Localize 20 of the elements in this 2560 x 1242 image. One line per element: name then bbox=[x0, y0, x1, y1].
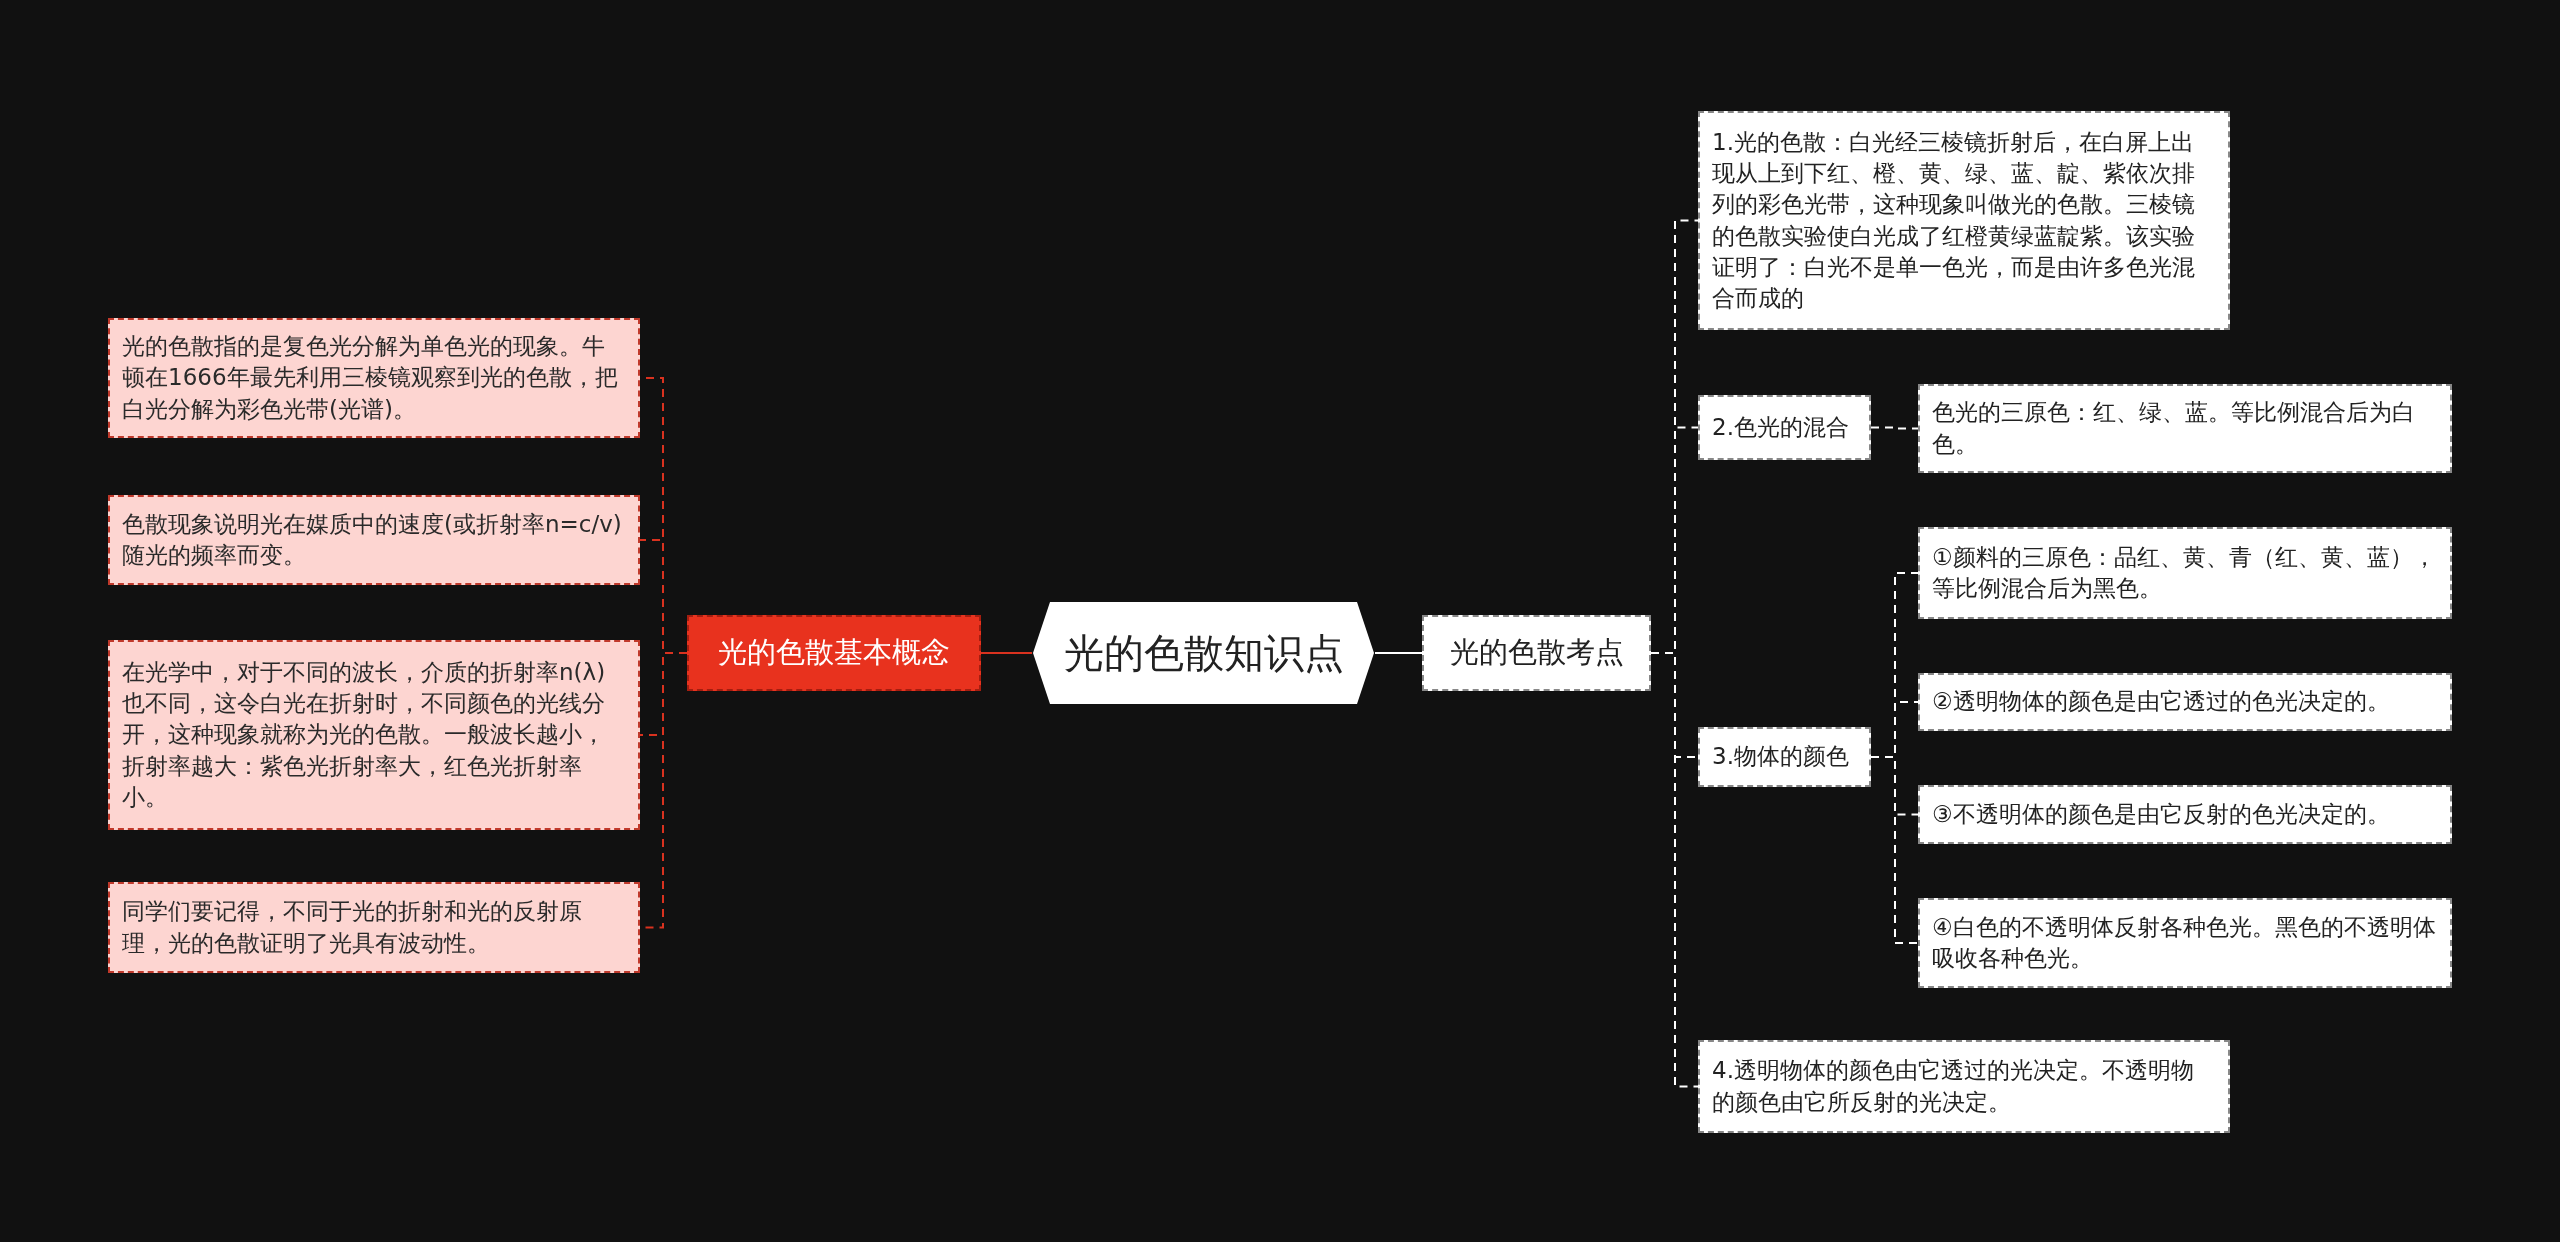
topic-box: 3.物体的颜色 bbox=[1698, 727, 1871, 787]
connector-line bbox=[1870, 426, 1919, 430]
branch-box: 光的色散考点 bbox=[1422, 615, 1651, 691]
note-box: ①颜料的三原色：品红、黄、青（红、黄、蓝），等比例混合后为黑色。 bbox=[1918, 527, 2452, 619]
topic-hexagon: 光的色散知识点 bbox=[1032, 601, 1375, 705]
note-box: ②透明物体的颜色是由它透过的色光决定的。 bbox=[1918, 673, 2452, 731]
note-box: 同学们要记得，不同于光的折射和光的反射原理，光的色散证明了光具有波动性。 bbox=[108, 882, 640, 973]
note-box: 4.透明物体的颜色由它透过的光决定。不透明物的颜色由它所反射的光决定。 bbox=[1698, 1040, 2230, 1133]
connector-line bbox=[980, 652, 1033, 654]
note-box: 色散现象说明光在媒质中的速度(或折射率n=c/v)随光的频率而变。 bbox=[108, 495, 640, 585]
topic-box: 2.色光的混合 bbox=[1698, 395, 1871, 460]
connector-line bbox=[1374, 652, 1423, 654]
note-box: ④白色的不透明体反射各种色光。黑色的不透明体吸收各种色光。 bbox=[1918, 898, 2452, 988]
note-box: 1.光的色散：白光经三棱镜折射后，在白屏上出现从上到下红、橙、黄、绿、蓝、靛、紫依次排列的彩色光带，这种现象叫做光的色散。三棱镜的色散实验使白光成了红橙黄绿蓝靛紫。该实验证明了：白光不是单一色光，而是由许多色光混合而成的 bbox=[1698, 111, 2230, 330]
connector-line bbox=[1870, 756, 1919, 944]
branch-box: 光的色散基本概念 bbox=[687, 615, 981, 691]
note-box: ③不透明体的颜色是由它反射的色光决定的。 bbox=[1918, 785, 2452, 844]
note-box: 色光的三原色：红、绿、蓝。等比例混合后为白色。 bbox=[1918, 384, 2452, 473]
note-box: 光的色散指的是复色光分解为单色光的现象。牛顿在1666年最先利用三棱镜观察到光的色散，把白光分解为彩色光带(光谱)。 bbox=[108, 318, 640, 438]
note-box: 在光学中，对于不同的波长，介质的折射率n(λ)也不同，这令白光在折射时，不同颜色的光线分开，这种现象就称为光的色散。一般波长越小，折射率越大：紫色光折射率大，红色光折射率小。 bbox=[108, 640, 640, 830]
